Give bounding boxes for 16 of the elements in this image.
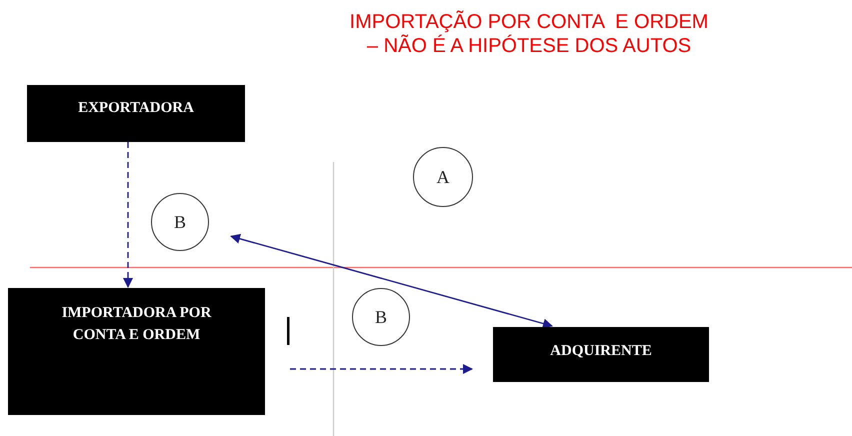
circle-letter: A xyxy=(436,166,450,188)
circle-node xyxy=(413,147,473,207)
entity-box xyxy=(27,85,245,142)
entity-box xyxy=(8,288,265,415)
circle-letter: B xyxy=(174,211,186,233)
entity-name: IMPORTADORA POR CONTA E ORDEM xyxy=(60,304,212,345)
entity-box xyxy=(493,327,709,382)
entity-name: EXPORTADORA xyxy=(77,99,195,118)
arrow xyxy=(123,142,133,288)
entity-name: ADQUIRENTE xyxy=(549,342,653,361)
arrow xyxy=(230,234,553,328)
circle-node xyxy=(352,288,410,346)
arrow xyxy=(290,364,473,374)
circle-letter: B xyxy=(374,306,387,328)
circle-node xyxy=(151,193,209,251)
diagram-title: IMPORTAÇÃO POR CONTA E ORDEM – NÃO É A HIPÓTESE DOS AUTOS xyxy=(348,10,710,58)
